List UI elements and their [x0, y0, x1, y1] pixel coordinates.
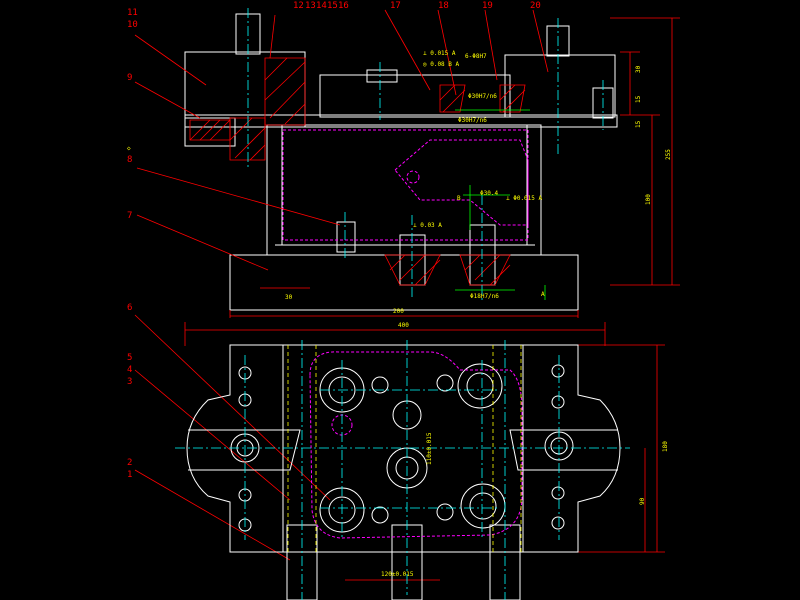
- datum-b: B: [457, 195, 461, 202]
- section-hatching: [189, 57, 526, 286]
- part-number-13: 13: [305, 1, 316, 11]
- part-number-15: 15: [327, 1, 338, 11]
- dim-side-2: 15: [635, 95, 642, 103]
- part-number-14: 14: [316, 1, 327, 11]
- left-support: [184, 117, 236, 147]
- tolerance-frame-3: ⊥ Φ0.015 A: [506, 195, 543, 202]
- tolerance-frame-4: ⊥ 0.03 A: [413, 222, 442, 229]
- dim-plan-width: 400: [398, 322, 409, 329]
- plan-centerlines: [175, 340, 630, 600]
- locating-pin: [336, 221, 356, 253]
- flatness-symbol: ◇: [127, 145, 131, 152]
- dim-plan-center: 110±0.015: [426, 432, 433, 465]
- hidden-lines-front: [282, 129, 529, 241]
- dim-left: 30: [285, 294, 293, 301]
- center-knob: [366, 69, 398, 83]
- fit-annotation-3: Φ30H7/n6: [458, 117, 487, 124]
- right-clamp-block: [504, 54, 616, 118]
- fit-annotation-1: 6-Φ8H7: [465, 53, 487, 60]
- part-number-1: 1: [127, 470, 132, 480]
- part-number-8: 8: [127, 155, 132, 165]
- centerlines-front: [247, 8, 604, 300]
- dim-bottom: 200: [393, 308, 404, 315]
- fit-annotation-4: Φ30.4: [480, 190, 498, 197]
- center-top-block: [319, 74, 511, 118]
- dim-plan-height: 180: [662, 441, 669, 452]
- part-number-17: 17: [390, 1, 401, 11]
- dim-plan-bottom: 120±0.015: [381, 571, 414, 578]
- part-number-12: 12: [293, 1, 304, 11]
- dim-plan-90: 90: [639, 497, 646, 505]
- datum-a: A: [541, 291, 545, 298]
- part-number-7: 7: [127, 211, 132, 221]
- bushing-top-right: [457, 363, 503, 409]
- part-number-10: 10: [127, 20, 138, 30]
- part-number-16: 16: [338, 1, 349, 11]
- part-number-6: 6: [127, 303, 132, 313]
- fit-annotation-2: Φ30H7/n6: [468, 93, 497, 100]
- tolerance-frame-1: ⊥ 0.015 A: [423, 50, 456, 57]
- green-annotations: [455, 109, 546, 300]
- dim-side-3: 15: [635, 120, 642, 128]
- left-clamp-arm: [188, 429, 301, 471]
- part-number-3: 3: [127, 377, 132, 387]
- part-number-18: 18: [438, 1, 449, 11]
- part-number-5: 5: [127, 353, 132, 363]
- plan-body: [282, 344, 524, 553]
- part-number-19: 19: [482, 1, 493, 11]
- fit-annotation-5: Φ18H7/n6: [470, 293, 499, 300]
- part-number-2: 2: [127, 458, 132, 468]
- part-number-9: 9: [127, 73, 132, 83]
- leader-lines: [134, 9, 680, 581]
- part-number-11: 11: [127, 8, 138, 18]
- tolerance-frame-2: ◎ 0.08 B A: [423, 61, 460, 68]
- part-number-4: 4: [127, 365, 132, 375]
- dim-mid: 100: [645, 194, 652, 205]
- right-clamp-arm: [509, 429, 618, 471]
- part-number-20: 20: [530, 1, 541, 11]
- dim-height: 255: [665, 149, 672, 160]
- dim-side-1: 30: [635, 65, 642, 73]
